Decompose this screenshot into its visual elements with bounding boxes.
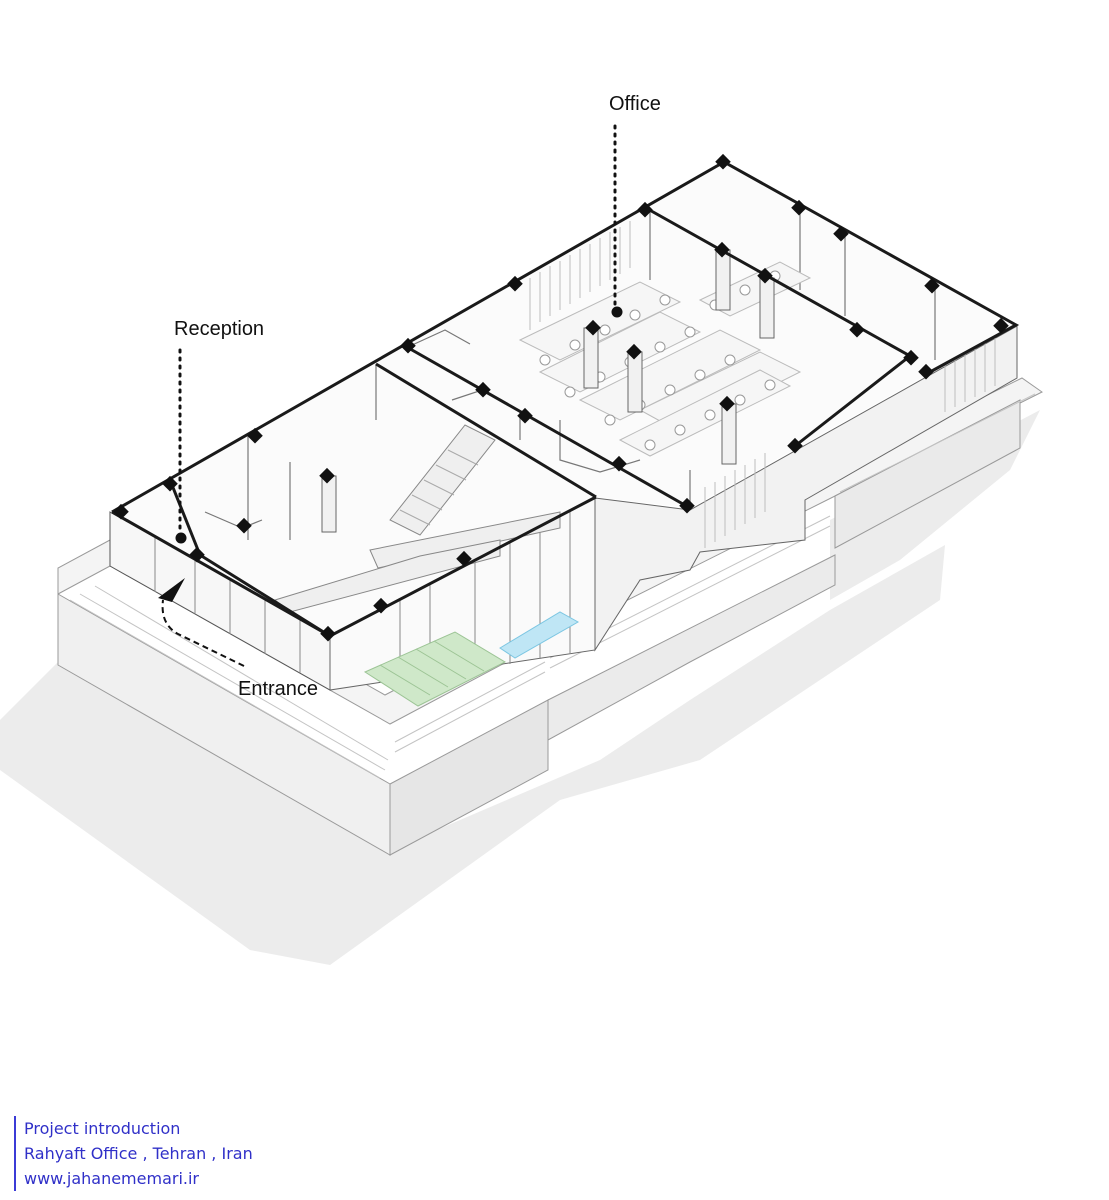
green-step-lines [379,640,485,696]
credit-line-project: Rahyaft Office , Tehran , Iran [24,1144,253,1163]
office-desks [518,261,812,457]
structural-columns [113,153,1009,642]
reception-marker-dot [175,532,187,544]
slat-screens [529,221,996,548]
project-credits: Project introduction Rahyaft Office , Te… [14,1116,253,1191]
office-label: Office [609,93,661,115]
water-pool [499,611,580,659]
reception-label: Reception [174,318,264,340]
plinth-front-face [389,699,549,856]
green-steps [363,631,507,707]
outer-wall-outline [111,160,1020,638]
entrance-label: Entrance [238,678,318,700]
office-marker-dot [611,306,623,318]
credit-line-title: Project introduction [24,1119,181,1138]
plinth-mid-face [547,554,836,741]
building-right-wall [594,325,1018,652]
entrance-path-line [161,599,245,667]
stair-treads [399,449,479,526]
credit-line-website[interactable]: www.jahanememari.ir [24,1169,200,1188]
entrance-arrowhead [158,578,185,602]
ground-shadow [0,545,945,965]
staircase [273,424,561,613]
